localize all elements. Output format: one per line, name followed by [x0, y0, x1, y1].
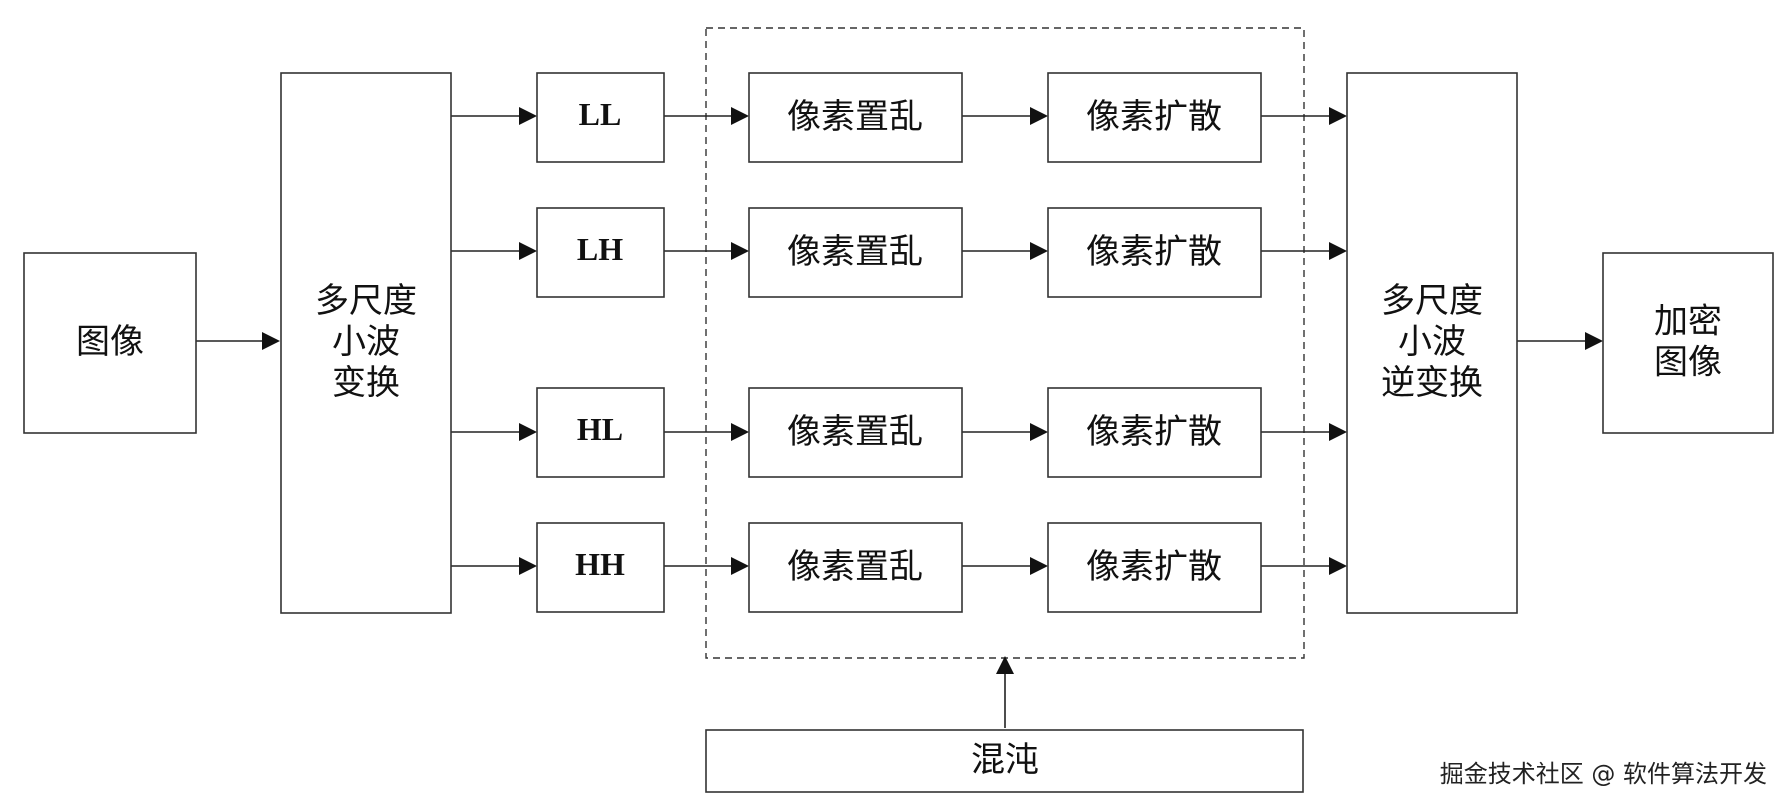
- label-line: 像素置乱: [787, 97, 923, 137]
- node-band-hl: HL: [536, 387, 665, 478]
- node-band-ll: LL: [536, 72, 665, 163]
- node-image: 图像: [23, 252, 197, 434]
- label-line: 多尺度: [315, 281, 417, 321]
- node-scramble-1: 像素置乱: [748, 72, 963, 163]
- label-line: 像素置乱: [787, 232, 923, 272]
- label-line: 多尺度: [1381, 281, 1483, 321]
- node-dwt: 多尺度小波变换: [280, 72, 452, 614]
- label-line: 逆变换: [1381, 362, 1483, 402]
- label-line: 小波: [1398, 322, 1466, 362]
- label-line: 像素扩散: [1086, 97, 1222, 137]
- node-band-ll-label: LL: [579, 96, 622, 132]
- label-line: 像素扩散: [1086, 412, 1222, 452]
- label-line: HL: [577, 411, 623, 447]
- node-encrypted: 加密图像: [1602, 252, 1774, 434]
- node-image-label: 图像: [76, 322, 144, 362]
- node-encrypted-label: 加密图像: [1654, 301, 1722, 382]
- label-line: 图像: [76, 322, 144, 362]
- edges: [196, 107, 1603, 728]
- node-scramble-1-label: 像素置乱: [787, 97, 923, 137]
- node-diffuse-4-label: 像素扩散: [1086, 547, 1222, 587]
- watermark-text: 掘金技术社区 @ 软件算法开发: [1440, 760, 1767, 788]
- node-chaos: 混沌: [705, 729, 1304, 793]
- node-scramble-2-label: 像素置乱: [787, 232, 923, 272]
- label-line: LL: [579, 96, 622, 132]
- node-diffuse-3-label: 像素扩散: [1086, 412, 1222, 452]
- node-scramble-3: 像素置乱: [748, 387, 963, 478]
- node-scramble-3-label: 像素置乱: [787, 412, 923, 452]
- node-idwt-label: 多尺度小波逆变换: [1381, 281, 1483, 403]
- node-band-hh: HH: [536, 522, 665, 613]
- node-dwt-label: 多尺度小波变换: [315, 281, 417, 403]
- label-line: 像素置乱: [787, 412, 923, 452]
- label-line: 加密: [1654, 301, 1722, 341]
- label-line: HH: [575, 546, 625, 582]
- node-scramble-4-label: 像素置乱: [787, 547, 923, 587]
- node-band-hh-label: HH: [575, 546, 625, 582]
- label-line: 像素扩散: [1086, 232, 1222, 272]
- node-band-lh: LH: [536, 207, 665, 298]
- label-line: 变换: [332, 362, 400, 402]
- node-diffuse-3: 像素扩散: [1047, 387, 1262, 478]
- label-line: 小波: [332, 322, 400, 362]
- label-line: 图像: [1654, 342, 1722, 382]
- node-scramble-2: 像素置乱: [748, 207, 963, 298]
- node-band-lh-label: LH: [577, 231, 623, 267]
- node-band-hl-label: HL: [577, 411, 623, 447]
- node-chaos-label: 混沌: [971, 740, 1039, 780]
- node-idwt: 多尺度小波逆变换: [1346, 72, 1518, 614]
- label-line: 像素扩散: [1086, 547, 1222, 587]
- node-diffuse-2: 像素扩散: [1047, 207, 1262, 298]
- label-line: 像素置乱: [787, 547, 923, 587]
- node-diffuse-1-label: 像素扩散: [1086, 97, 1222, 137]
- node-diffuse-2-label: 像素扩散: [1086, 232, 1222, 272]
- node-diffuse-1: 像素扩散: [1047, 72, 1262, 163]
- label-line: LH: [577, 231, 623, 267]
- node-scramble-4: 像素置乱: [748, 522, 963, 613]
- label-line: 混沌: [971, 740, 1039, 780]
- node-diffuse-4: 像素扩散: [1047, 522, 1262, 613]
